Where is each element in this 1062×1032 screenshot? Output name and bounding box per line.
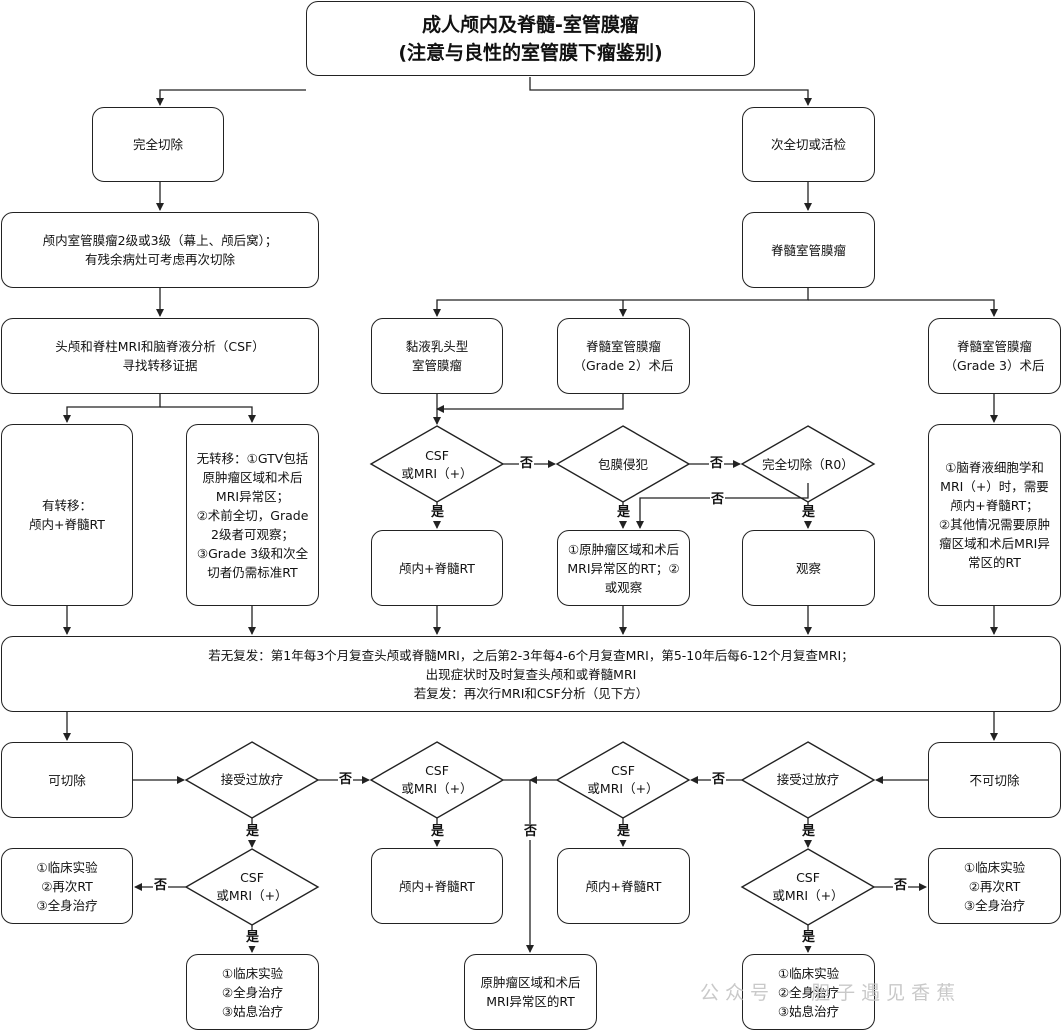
- no-label: 否: [893, 878, 909, 894]
- intracranial-spinal-rt-box-3: 颅内+脊髓RT: [557, 848, 690, 924]
- title-line-2: (注意与良性的室管膜下瘤鉴别): [398, 41, 663, 64]
- connector-arrow: [160, 406, 256, 423]
- csf-mri-diamond-1-text: CSF 或MRI（+）: [401, 448, 473, 481]
- yes-label: 是: [801, 505, 817, 521]
- csf-mri-diamond-mid-right-text: CSF 或MRI（+）: [587, 763, 659, 796]
- followup-box: 若无复发：第1年每3个月复查头颅或脊髓MRI，之后第2-3年每4-6个月复查MR…: [1, 636, 1061, 712]
- subtotal-biopsy-box: 次全切或活检: [742, 107, 875, 182]
- csf-mri-diamond-low-right-text: CSF 或MRI（+）: [772, 870, 844, 903]
- myxopapillary-box: 黏液乳头型 室管膜瘤: [371, 318, 503, 394]
- intracranial-spinal-rt-box-2: 颅内+脊髓RT: [371, 848, 503, 924]
- watermark: 公众号 · 胆子遇见香蕉: [700, 982, 962, 1004]
- original-area-rt-box-bottom: 原肿瘤区域和术后 MRI异常区的RT: [464, 954, 597, 1030]
- clinical-trial-box-right: ①临床实验 ②再次RT ③全身治疗: [928, 848, 1061, 924]
- yes-label: 是: [430, 824, 446, 840]
- connector-arrow: [503, 779, 534, 953]
- yes-label: 是: [616, 824, 632, 840]
- capsule-invasion-diamond-text: 包膜侵犯: [597, 457, 648, 472]
- clinical-trial-box-left: ①临床实验 ②再次RT ③全身治疗: [1, 848, 133, 924]
- yes-label: 是: [245, 824, 261, 840]
- observation-box: 观察: [742, 530, 875, 606]
- grade3-treatment-box: ①脑脊液细胞学和MRI（+）时，需要颅内+脊髓RT； ②其他情况需要原肿瘤区域和…: [928, 424, 1061, 606]
- connector-arrow: [63, 394, 161, 423]
- palliative-box-left: ①临床实验 ②全身治疗 ③姑息治疗: [186, 954, 319, 1030]
- r0-resection-diamond-text: 完全切除（R0）: [762, 457, 854, 472]
- connector-arrow: [808, 299, 998, 317]
- intracranial-ependymoma-box: 颅内室管膜瘤2级或3级（幕上、颅后窝）； 有残余病灶可考虑再次切除: [1, 212, 319, 288]
- csf-mri-diamond-mid-left-text: CSF 或MRI（+）: [401, 763, 473, 796]
- received-rt-diamond-right-text: 接受过放疗: [776, 772, 840, 787]
- palliative-box-right: ①临床实验 ②全身治疗 ③姑息治疗: [742, 954, 875, 1030]
- no-label: 否: [711, 772, 727, 788]
- unresectable-box: 不可切除: [928, 742, 1061, 818]
- no-label: 否: [519, 456, 535, 472]
- no-label: 否: [523, 824, 539, 840]
- no-metastasis-box: 无转移：①GTV包括原肿瘤区域和术后MRI异常区； ②术前全切，Grade 2级…: [186, 424, 319, 606]
- resectable-box: 可切除: [1, 742, 133, 818]
- mri-csf-analysis-box: 头颅和脊柱MRI和脑脊液分析（CSF） 寻找转移证据: [1, 318, 319, 394]
- yes-label: 是: [245, 930, 261, 946]
- csf-mri-diamond-low-left-text: CSF 或MRI（+）: [216, 870, 288, 903]
- received-rt-diamond-left-text: 接受过放疗: [220, 772, 284, 787]
- yes-label: 是: [430, 505, 446, 521]
- no-label: 否: [710, 492, 726, 508]
- connector-arrow: [436, 394, 624, 413]
- title-line-1: 成人颅内及脊髓-室管膜瘤: [422, 13, 639, 36]
- intracranial-spinal-rt-box-1: 颅内+脊髓RT: [371, 530, 503, 606]
- complete-resection-box: 完全切除: [92, 107, 224, 182]
- page-title: 成人颅内及脊髓-室管膜瘤 (注意与良性的室管膜下瘤鉴别): [306, 1, 755, 76]
- yes-label: 是: [616, 505, 632, 521]
- yes-label: 是: [801, 930, 817, 946]
- spinal-grade2-box: 脊髓室管膜瘤 （Grade 2）术后: [557, 318, 690, 394]
- metastasis-box: 有转移： 颅内+脊髓RT: [1, 424, 133, 606]
- yes-label: 是: [801, 824, 817, 840]
- spinal-grade3-box: 脊髓室管膜瘤 （Grade 3）术后: [928, 318, 1061, 394]
- connector-arrow: [529, 77, 812, 106]
- connector-arrow: [156, 89, 306, 106]
- spinal-ependymoma-box: 脊髓室管膜瘤: [742, 212, 875, 288]
- no-label: 否: [709, 456, 725, 472]
- original-area-rt-box: ①原肿瘤区域和术后MRI异常区的RT；②或观察: [557, 530, 690, 606]
- no-label: 否: [153, 878, 169, 894]
- no-label: 否: [338, 772, 354, 788]
